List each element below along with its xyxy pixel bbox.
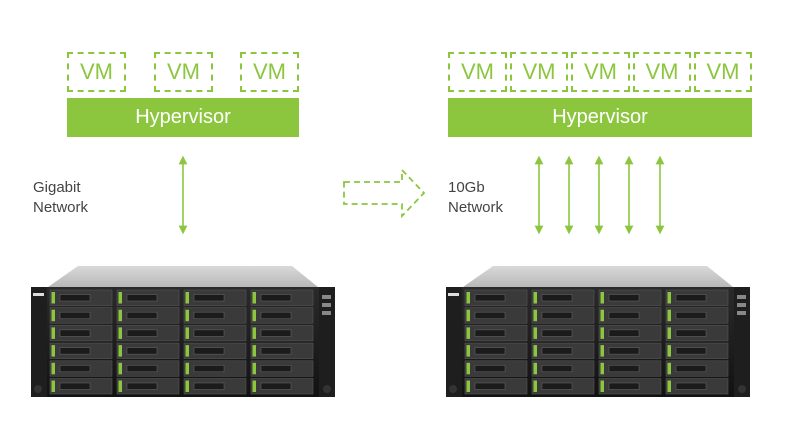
right-drive-bay	[665, 325, 729, 342]
left-drive-bay	[183, 307, 247, 324]
right-drive-bay	[464, 289, 528, 306]
right-drive-bay	[464, 360, 528, 377]
right-drive-bay	[464, 378, 528, 395]
left-drive-bay	[49, 289, 113, 306]
left-network-label-line1: Gigabit	[33, 179, 81, 196]
left-drive-bay	[49, 325, 113, 342]
right-drive-bay	[598, 325, 662, 342]
left-drive-bay	[250, 325, 314, 342]
dashed-arrow-right-icon	[343, 167, 426, 219]
right-drive-bay	[598, 342, 662, 359]
right-drive-bay	[665, 289, 729, 306]
right-drive-bay	[531, 307, 595, 324]
right-drive-bay	[598, 360, 662, 377]
right-drive-bay	[665, 307, 729, 324]
left-drive-bay	[250, 360, 314, 377]
right-drive-bay	[665, 360, 729, 377]
right-drive-bay	[665, 342, 729, 359]
left-vm-2: VM	[154, 52, 213, 92]
left-drive-bay	[183, 325, 247, 342]
right-drive-bay	[531, 342, 595, 359]
left-drive-bay	[250, 378, 314, 395]
left-network-label: Gigabit Network	[33, 178, 88, 218]
left-drive-bay	[116, 360, 180, 377]
right-drive-bay	[464, 342, 528, 359]
left-drive-bay	[116, 325, 180, 342]
right-network-label-line2: Network	[448, 199, 504, 216]
left-drive-bay	[183, 360, 247, 377]
left-drive-bay	[116, 307, 180, 324]
right-drive-bay	[531, 360, 595, 377]
left-drive-bay	[250, 307, 314, 324]
right-drive-bay	[464, 325, 528, 342]
right-network-label-line1: 10Gb	[448, 179, 485, 196]
right-vm-2: VM	[510, 52, 568, 92]
left-storage-server-icon	[31, 266, 335, 397]
right-vm-1: VM	[448, 52, 507, 92]
right-storage-server-icon	[446, 266, 750, 397]
left-drive-bay	[116, 289, 180, 306]
right-hypervisor: Hypervisor	[448, 98, 752, 137]
right-vm-5: VM	[694, 52, 752, 92]
right-vm-4: VM	[633, 52, 691, 92]
right-drive-bay	[665, 378, 729, 395]
right-drive-bay	[531, 325, 595, 342]
left-drive-bay	[183, 378, 247, 395]
right-drive-bay	[531, 289, 595, 306]
right-drive-bay	[531, 378, 595, 395]
left-drive-bay	[116, 342, 180, 359]
right-network-label: 10Gb Network	[448, 178, 503, 218]
left-drive-bay	[49, 342, 113, 359]
left-drive-bay	[183, 289, 247, 306]
left-network-label-line2: Network	[33, 199, 89, 216]
left-hypervisor: Hypervisor	[67, 98, 299, 137]
left-drive-bay	[183, 342, 247, 359]
left-vm-1: VM	[67, 52, 126, 92]
left-drive-bay	[49, 307, 113, 324]
left-drive-bay	[250, 342, 314, 359]
left-drive-bay	[49, 360, 113, 377]
right-drive-bay	[598, 307, 662, 324]
left-drive-bay	[250, 289, 314, 306]
right-drive-bay	[598, 378, 662, 395]
right-drive-bay	[598, 289, 662, 306]
right-drive-bay	[464, 307, 528, 324]
right-vm-3: VM	[571, 52, 630, 92]
left-vm-3: VM	[240, 52, 299, 92]
left-drive-bay	[49, 378, 113, 395]
left-drive-bay	[116, 378, 180, 395]
